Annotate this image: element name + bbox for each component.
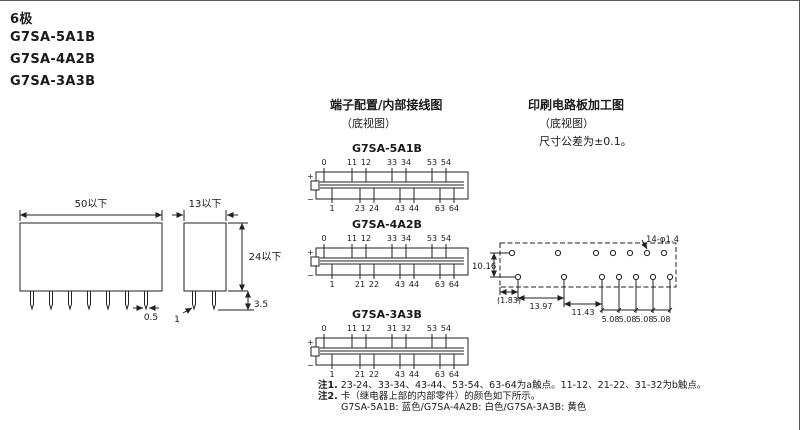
terminal-diagram-svg: 0 11 12 33 34 53 54 1 23 24 43 44 63 64 + −: [307, 158, 469, 213]
note-1-label: 注1.: [318, 380, 338, 391]
terminal-number: 54: [441, 324, 451, 333]
terminal-diagram-1: 0 11 12 33 34 53 54 1 23 24 43 44 63 64 + −: [306, 157, 476, 213]
height-dim-label: 24以下: [249, 252, 282, 263]
depth-dim-label: 13以下: [189, 199, 222, 210]
terminal-number: 54: [441, 234, 451, 243]
terminal-number: 23: [355, 204, 365, 213]
terminal-number: 32: [401, 324, 411, 333]
terminal-number: 21: [355, 370, 365, 379]
terminal-number: 63: [435, 370, 445, 379]
row-pitch-label: 10.16: [472, 262, 496, 272]
terminal-number: 11: [347, 324, 357, 333]
terminal-number: 34: [401, 158, 411, 167]
coil-plus-label: +: [307, 248, 314, 257]
model-name-1: G7SA-5A1B: [10, 30, 96, 45]
pcb-section-subtitle: （底视图）: [539, 117, 594, 130]
terminal-number: 1: [329, 370, 334, 379]
span1-label: 13.97: [530, 302, 553, 311]
terminal-number: 1: [329, 204, 334, 213]
terminal-number: 43: [395, 204, 405, 213]
outline-drawing: 50以下 13以下 24以下 0.5 1 3.5: [19, 199, 282, 325]
terminal-diagram-svg: 0 11 12 33 34 53 54 1 21 22 43 44 63 64 + −: [307, 234, 469, 289]
edge-offset-label: (1.83): [497, 296, 521, 305]
note-2-text: 卡（继电器上部的内部零件）的颜色如下所示。: [340, 391, 541, 402]
terminal-number: 33: [387, 234, 397, 243]
span2-label: 11.43: [572, 308, 595, 317]
coil-minus-label: −: [307, 195, 314, 204]
coil-minus-label: −: [307, 271, 314, 280]
coil-plus-label: +: [307, 172, 314, 181]
terminal-section-subtitle: （底视图）: [341, 117, 396, 130]
terminal-number: 44: [409, 370, 419, 379]
model-name-2: G7SA-4A2B: [10, 52, 96, 67]
width-dim-label: 50以下: [75, 199, 108, 210]
terminal-number: 22: [369, 280, 379, 289]
terminal-number: 1: [329, 280, 334, 289]
terminal-diagram-svg: 0 11 12 31 32 53 54 1 21 22 43 44 63 64 + −: [307, 324, 469, 379]
note-1-text: 23-24、33-34、43-44、53-54、63-64为a触点。11-12、…: [340, 380, 707, 391]
pitch-label: 5.08: [636, 315, 654, 324]
relay-front-outline: [19, 222, 163, 292]
terminal-number: 12: [361, 234, 371, 243]
pcb-section-title: 印刷电路板加工图: [528, 98, 625, 112]
coil-symbol: [310, 256, 320, 267]
terminal-number: 44: [409, 280, 419, 289]
pin-width-label: 1: [174, 315, 180, 325]
terminal-number: 31: [387, 324, 397, 333]
note-2-label: 注2.: [318, 391, 338, 402]
pcb-drawing: 14-φ1.4 10.16 (1.83) 13.97 11.43 5.08 5.…: [472, 235, 679, 324]
pcb-section-header: 印刷电路板加工图 （底视图） 尺寸公差为±0.1。: [528, 96, 632, 149]
terminal-number: 12: [361, 324, 371, 333]
terminal-number: 53: [427, 234, 437, 243]
pitch-label: 5.08: [602, 315, 620, 324]
coil-symbol: [310, 346, 320, 357]
terminal-number: 43: [395, 280, 405, 289]
terminal-number: 22: [369, 370, 379, 379]
note-3-text: G7SA-5A1B: 蓝色/G7SA-4A2B: 白色/G7SA-3A3B: 黄…: [341, 402, 587, 413]
coil-symbol: [310, 180, 320, 191]
terminal-number: 54: [441, 158, 451, 167]
terminal-number: 11: [347, 158, 357, 167]
terminal-number: 33: [387, 158, 397, 167]
note-1: 注1.23-24、33-34、43-44、53-54、63-64为a触点。11-…: [318, 377, 706, 391]
pcb-tolerance-note: 尺寸公差为±0.1。: [539, 135, 632, 148]
terminal-number: 44: [409, 204, 419, 213]
terminal-section-title: 端子配置/内部接线图: [330, 98, 443, 112]
terminal-number: 63: [435, 204, 445, 213]
terminal-diagram-2: 0 11 12 33 34 53 54 1 21 22 43 44 63 64 + −: [306, 233, 476, 289]
terminal-number: 0: [321, 324, 326, 333]
pin-length-label: 3.5: [254, 300, 268, 310]
model-name-3: G7SA-3A3B: [10, 74, 96, 89]
diagram-title-2: G7SA-4A2B: [352, 218, 422, 231]
terminal-number: 0: [321, 158, 326, 167]
terminal-number: 63: [435, 280, 445, 289]
pitch-label: 5.08: [619, 315, 637, 324]
hole-callout-label: 14-φ1.4: [646, 235, 679, 245]
terminal-number: 21: [355, 280, 365, 289]
terminal-number: 64: [449, 280, 459, 289]
diagram-title-1: G7SA-5A1B: [352, 142, 422, 155]
coil-minus-label: −: [307, 361, 314, 370]
terminal-number: 53: [427, 324, 437, 333]
terminal-number: 12: [361, 158, 371, 167]
terminal-number: 64: [449, 204, 459, 213]
terminal-number: 43: [395, 370, 405, 379]
terminal-number: 34: [401, 234, 411, 243]
pole-count-label: 6极: [10, 12, 33, 27]
terminal-number: 64: [449, 370, 459, 379]
terminal-number: 11: [347, 234, 357, 243]
terminal-number: 24: [369, 204, 379, 213]
diagram-title-3: G7SA-3A3B: [352, 308, 422, 321]
pitch-label: 5.08: [653, 315, 671, 324]
terminal-section-header: 端子配置/内部接线图 （底视图）: [330, 96, 442, 131]
relay-side-outline: [183, 222, 227, 292]
coil-plus-label: +: [307, 338, 314, 347]
note-2: 注2.卡（继电器上部的内部零件）的颜色如下所示。: [318, 388, 540, 402]
note-3: G7SA-5A1B: 蓝色/G7SA-4A2B: 白色/G7SA-3A3B: 黄…: [341, 399, 586, 413]
pcb-outline: [499, 242, 677, 288]
terminal-number: 53: [427, 158, 437, 167]
terminal-diagram-3: 0 11 12 31 32 53 54 1 21 22 43 44 63 64 + −: [306, 323, 476, 379]
terminal-number: 0: [321, 234, 326, 243]
pin-thickness-label: 0.5: [144, 313, 158, 323]
